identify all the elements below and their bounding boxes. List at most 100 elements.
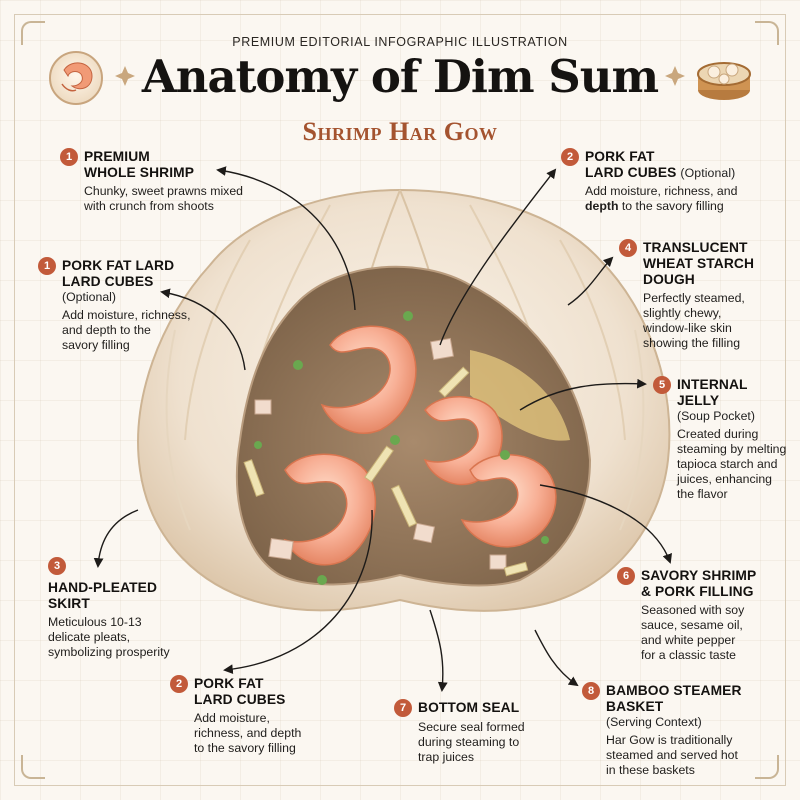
page-title: Anatomy of Dim Sum [141,50,659,103]
leader-arrow-filling [539,484,672,564]
callout-number-badge: 6 [617,567,635,585]
shrimp-piece [320,325,417,434]
bamboo-steamer-icon [697,62,751,100]
leader-arrow-jelly [519,378,647,411]
sparkle-icon [115,66,135,86]
callout-heading: PORK FAT [194,676,264,691]
shrimp-icon [49,51,103,105]
callout-body: Seasoned with soy [641,603,745,617]
callout-heading: PORK FAT [585,149,655,164]
bamboo-shoots [243,366,529,577]
leader-arrow-lard-bottom [223,509,373,675]
callout-heading: WHEAT STARCH [643,256,755,271]
callout-heading: SKIRT [48,596,90,611]
callout-heading: JELLY [677,393,720,408]
leader-arrow-seal [429,609,448,692]
callout-number-badge: 2 [170,675,188,693]
callout-number-badge: 1 [60,148,78,166]
callout-body: to the savory filling [194,741,296,755]
callout-body: showing the filling [643,336,741,350]
leader-arrow-basket [534,629,579,687]
page-subtitle: Shrimp Har Gow [302,117,498,146]
sparkle-icon [665,66,685,86]
callout-seal: 7 BOTTOM SEAL Secure seal formed during … [394,699,564,765]
callout-body: and depth to the [62,323,151,337]
callout-body: with crunch from shoots [84,199,214,213]
callout-number-badge: 1 [38,257,56,275]
callout-body: to the savory filling [618,199,724,213]
callout-filling: 6 SAVORY SHRIMP & PORK FILLING Seasoned … [617,567,787,663]
callout-body: steamed and served hot [606,748,738,762]
callout-body: juices, enhancing [677,472,773,486]
kicker-text: PREMIUM EDITORIAL INFOGRAPHIC ILLUSTRATI… [232,35,568,49]
callout-heading: LARD CUBES [194,692,286,707]
callout-heading: PORK FAT LARD [62,258,175,273]
callout-body: Add moisture, [194,711,270,725]
callout-body: Add moisture, richness, [62,308,191,322]
decorative-frame [14,14,786,786]
callout-heading: DOUGH [643,272,695,287]
callout-heading: & PORK FILLING [641,584,754,599]
callout-body: steaming by melting [677,442,787,456]
callout-heading: LARD CUBES [585,165,677,180]
callout-body: richness, and depth [194,726,302,740]
callout-body: tapioca starch and [677,457,778,471]
callout-subnote: (Soup Pocket) [677,409,755,423]
callout-dough: 4 TRANSLUCENT WHEAT STARCH DOUGH Perfect… [619,239,789,351]
callout-number-badge: 7 [394,699,412,717]
callout-body: Add moisture, richness, and [585,184,738,198]
callout-body: Har Gow is traditionally [606,733,733,747]
callout-heading: INTERNAL [677,377,748,392]
callout-number-badge: 4 [619,239,637,257]
frame-corner-ornament [755,21,779,45]
callout-body: Perfectly steamed, [643,291,745,305]
callout-body: window-like skin [643,321,732,335]
leader-arrow-whole-shrimp [216,166,356,311]
callout-body: and white pepper [641,633,736,647]
callout-number-badge: 2 [561,148,579,166]
callout-body: Meticulous 10-13 [48,615,142,629]
leader-arrow-lard-left [160,288,246,371]
callout-body: Chunky, sweet prawns mixed [84,184,244,198]
callout-body: sauce, sesame oil, [641,618,743,632]
callout-body: delicate pleats, [48,630,131,644]
callout-number-badge: 3 [48,557,66,575]
cutaway-filling [236,265,592,587]
callout-body: for a classic taste [641,648,736,662]
callout-body-emphasis: depth [585,199,619,213]
callout-number-badge: 5 [653,376,671,394]
callout-heading: HAND-PLEATED [48,580,158,595]
callout-subnote: (Optional) [680,166,736,180]
callout-heading: BASKET [606,699,664,714]
lard-cubes [254,337,507,570]
callout-body: in these baskets [606,763,695,777]
callout-body: Created during [677,427,759,441]
frame-corner-ornament [755,755,779,779]
callout-heading: BOTTOM SEAL [418,700,520,715]
callout-body: during steaming to [418,735,520,749]
callout-jelly: 5 INTERNAL JELLY (Soup Pocket) Created d… [653,376,793,502]
callout-whole-shrimp: 1 PREMIUM WHOLE SHRIMP Chunky, sweet pra… [60,148,250,214]
callout-body: symbolizing prosperity [48,645,170,659]
callout-skirt: 3 HAND-PLEATED SKIRT Meticulous 10-13 de… [48,557,228,660]
callout-heading: WHOLE SHRIMP [84,165,195,180]
callout-basket: 8 BAMBOO STEAMER BASKET (Serving Context… [582,682,782,778]
internal-jelly [470,350,570,441]
callout-body: Secure seal formed [418,720,525,734]
callout-heading: BAMBOO STEAMER [606,683,742,698]
callout-heading: LARD CUBES [62,274,154,289]
shrimp-piece [460,454,557,548]
callout-lard-bottom: 2 PORK FAT LARD CUBES Add moisture, rich… [170,675,340,756]
callout-body: savory filling [62,338,130,352]
scallion-pieces [254,311,549,585]
leader-arrow-skirt [93,509,139,568]
callout-heading: PREMIUM [84,149,150,164]
leader-arrow-lard-top-right [439,168,557,346]
callout-body: the flavor [677,487,728,501]
callout-number-badge: 8 [582,682,600,700]
leader-arrow-dough [567,256,614,306]
callout-subnote: (Serving Context) [606,715,702,729]
callout-body: slightly chewy, [643,306,722,320]
